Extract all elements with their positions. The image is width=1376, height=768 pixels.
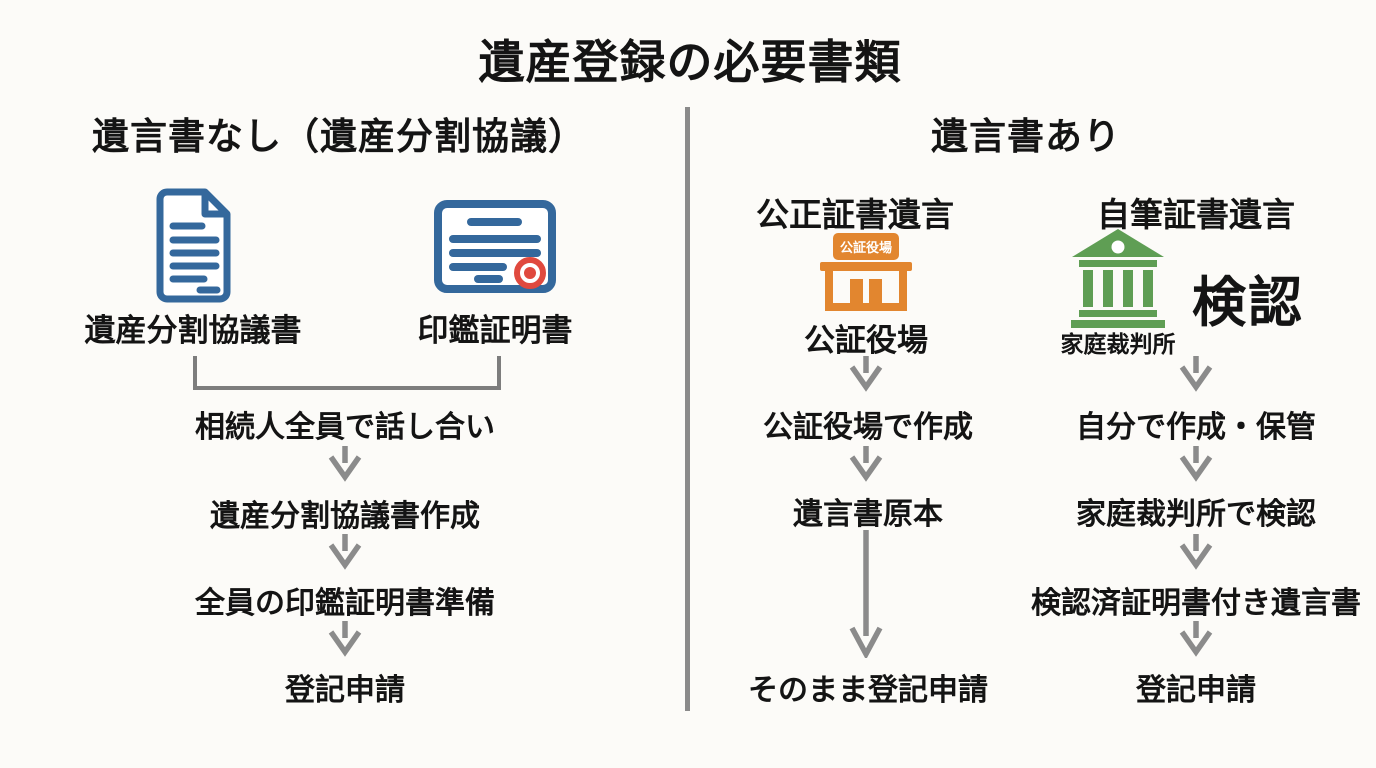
down-arrow-icon xyxy=(325,444,365,482)
left-step-discussion: 相続人全員で話し合い xyxy=(195,411,495,444)
notarized-step-registration: そのまま登記申請 xyxy=(748,674,988,707)
left-section-header: 遺言書なし（遺産分割協議） xyxy=(92,116,586,157)
holographic-step-self-create: 自分で作成・保管 xyxy=(1076,411,1316,444)
left-step-create-agreement: 遺産分割協議書作成 xyxy=(210,500,480,533)
page-title: 遺産登録の必要書類 xyxy=(478,36,902,88)
holographic-will-header: 自筆証書遺言 xyxy=(1097,196,1295,233)
agreement-document-label: 遺産分割協議書 xyxy=(84,313,302,348)
seal-certificate-label: 印鑑証明書 xyxy=(417,313,573,348)
family-court-label: 家庭裁判所 xyxy=(1060,331,1176,357)
down-arrow-icon xyxy=(846,444,886,482)
long-down-arrow-icon xyxy=(846,528,886,658)
down-arrow-icon xyxy=(1176,354,1216,392)
notarized-step-created-at-notary: 公証役場で作成 xyxy=(763,411,973,444)
holographic-step-court-probate: 家庭裁判所で検認 xyxy=(1076,498,1316,531)
right-section-header: 遺言書あり xyxy=(931,116,1121,157)
down-arrow-icon xyxy=(325,532,365,570)
notary-office-label: 公証役場 xyxy=(804,323,928,358)
notarized-will-header: 公正証書遺言 xyxy=(756,196,954,233)
certificate-icon xyxy=(433,199,557,295)
bracket-connector xyxy=(193,356,501,390)
down-arrow-icon xyxy=(1176,444,1216,482)
holographic-step-registration: 登記申請 xyxy=(1136,674,1256,707)
notary-sign-text: 公証役場 xyxy=(840,240,892,255)
probate-note: 検認 xyxy=(1192,273,1304,333)
notarized-step-original-will: 遺言書原本 xyxy=(793,498,943,531)
left-step-registration: 登記申請 xyxy=(285,674,405,707)
down-arrow-icon xyxy=(846,354,886,392)
down-arrow-icon xyxy=(1176,619,1216,657)
down-arrow-icon xyxy=(325,619,365,657)
document-icon xyxy=(150,186,238,306)
vertical-divider xyxy=(685,107,690,711)
family-court-icon xyxy=(1071,228,1165,328)
notary-office-icon: 公証役場 xyxy=(820,233,912,311)
left-step-prepare-seals: 全員の印鑑証明書準備 xyxy=(195,587,495,620)
down-arrow-icon xyxy=(1176,532,1216,570)
holographic-step-certified-will: 検認済証明書付き遺言書 xyxy=(1031,587,1361,620)
